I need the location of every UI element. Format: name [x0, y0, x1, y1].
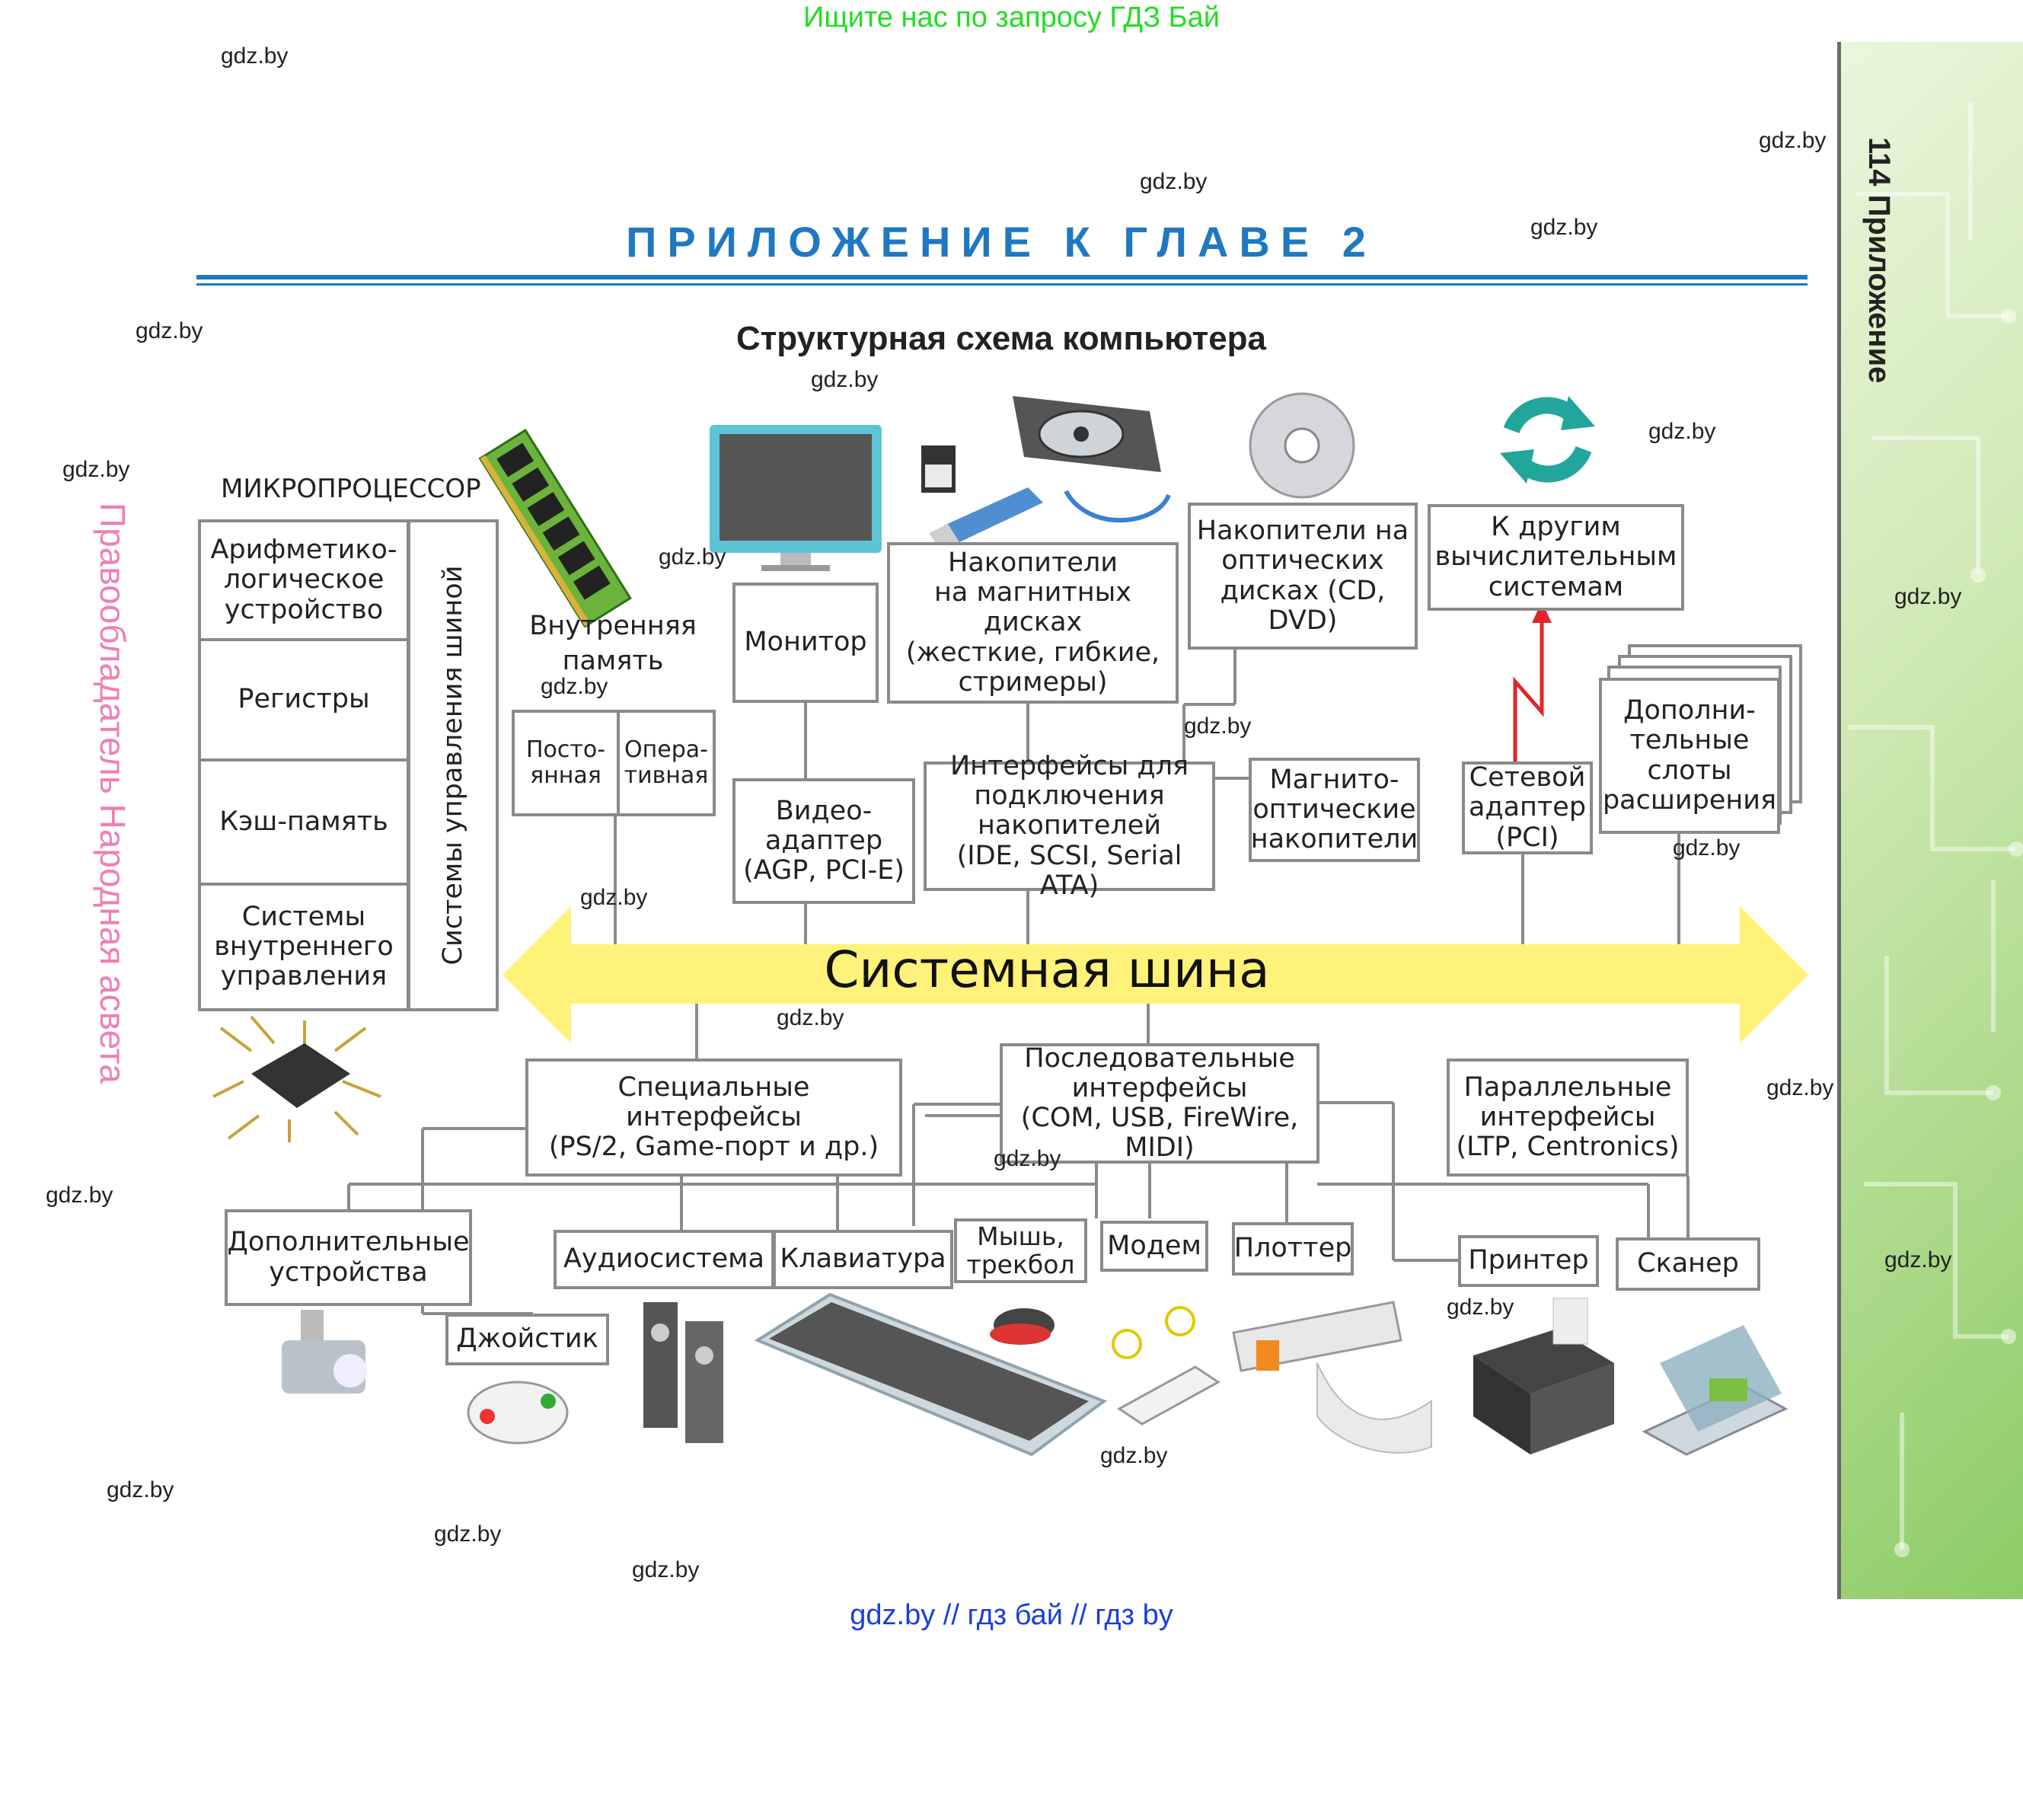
circuit-pattern-icon	[1849, 103, 2023, 1557]
hard-disk-icon	[1013, 396, 1161, 472]
side-strip	[1841, 42, 2023, 1599]
ram-module-icon	[478, 428, 632, 628]
alu-box: Арифметико- логическое устройство	[198, 519, 410, 641]
serial-interfaces-box: Последовательные интерфейсы (COM, USB, F…	[1000, 1043, 1319, 1164]
watermark: gdz.by	[1184, 714, 1252, 739]
printer-box: Принтер	[1458, 1235, 1599, 1287]
network-link-arrow	[1513, 621, 1544, 763]
monitor-icon	[710, 425, 882, 571]
watermark: gdz.by	[107, 1477, 174, 1502]
watermark: gdz.by	[1447, 1295, 1514, 1320]
optical-disc-icon	[1249, 392, 1355, 499]
bus-control-box: Системы управления шиной	[407, 519, 499, 1011]
watermark: gdz.by	[1673, 835, 1741, 861]
title-rule-thick	[196, 275, 1808, 279]
special-interfaces-box: Специальные интерфейсы (PS/2, Game-порт …	[525, 1058, 902, 1177]
watermark: gdz.by	[1100, 1443, 1168, 1468]
watermark: gdz.by	[434, 1521, 502, 1547]
rom-box: Посто- янная	[512, 710, 620, 816]
watermark: gdz.by	[1766, 1075, 1834, 1100]
mouse-icon	[990, 1308, 1055, 1345]
watermark: gdz.by	[136, 318, 203, 343]
magnetic-storage-box: Накопители на магнитных дисках (жесткие,…	[887, 542, 1179, 704]
keyboard-icon	[754, 1292, 1108, 1457]
internal-control-box: Системы внутреннего управления	[198, 883, 410, 1011]
watermark: gdz.by	[1759, 128, 1827, 153]
modem-box: Модем	[1100, 1221, 1208, 1272]
scanner-box: Сканер	[1616, 1237, 1760, 1291]
camera-icon	[282, 1310, 367, 1394]
magneto-optical-box: Магнито- оптические накопители	[1249, 758, 1420, 862]
sd-card-icon	[921, 445, 956, 493]
bottom-banner[interactable]: gdz.by // гдз бай // гдз by	[850, 1599, 1173, 1631]
monitor-box: Монитор	[732, 583, 879, 703]
side-strip-edge	[1837, 42, 1841, 1599]
printer-icon	[1473, 1298, 1614, 1454]
cache-box: Кэш-память	[198, 758, 410, 886]
watermark: gdz.by	[994, 1146, 1061, 1171]
video-adapter-box: Видео- адаптер (AGP, PCI-E)	[732, 778, 915, 904]
internal-memory-label: Внутренняя память	[529, 611, 697, 676]
diagram-title: Структурная схема компьютера	[735, 320, 1267, 357]
system-bus-arrow	[503, 906, 1808, 1043]
microprocessor-label: МИКРОПРОЦЕССОР	[221, 474, 481, 504]
extra-devices-box: Дополнительные устройства	[225, 1209, 472, 1306]
watermark: gdz.by	[632, 1557, 700, 1582]
expansion-slots-box: Дополни- тельные слоты расширения	[1599, 678, 1780, 834]
gamepad-icon	[467, 1381, 569, 1445]
speakers-icon	[643, 1302, 723, 1443]
ram-box: Опера- тивная	[617, 710, 716, 816]
watermark: gdz.by	[1140, 169, 1208, 194]
watermark: gdz.by	[541, 674, 608, 699]
cable-icon	[1064, 490, 1171, 523]
system-bus-label: Системная шина	[824, 940, 1270, 999]
modem-icon	[1112, 1306, 1221, 1426]
network-adapter-box: Сетевой адаптер (PCI)	[1462, 762, 1593, 854]
audio-box: Аудиосистема	[554, 1230, 774, 1289]
plotter-box: Плоттер	[1232, 1222, 1354, 1276]
keyboard-box: Клавиатура	[773, 1230, 953, 1289]
watermark: gdz.by	[777, 1005, 844, 1030]
plotter-icon	[1232, 1301, 1432, 1454]
cpu-chip-icon	[212, 1015, 381, 1142]
chapter-title: ПРИЛОЖЕНИЕ К ГЛАВЕ 2	[626, 218, 1377, 266]
other-systems-box: К другим вычислительным системам	[1428, 504, 1684, 611]
watermark: gdz.by	[221, 43, 289, 69]
title-rule-thin	[196, 283, 1808, 286]
top-banner: Ищите нас по запросу ГДЗ Бай	[803, 2, 1220, 34]
optical-storage-box: Накопители на оптических дисках (CD, DVD…	[1188, 503, 1418, 650]
watermark: gdz.by	[1884, 1247, 1952, 1272]
sync-icon	[1503, 397, 1592, 483]
watermark: gdz.by	[811, 367, 879, 392]
joystick-box: Джойстик	[445, 1314, 609, 1365]
watermark: gdz.by	[1648, 419, 1716, 444]
watermark: gdz.by	[1530, 215, 1598, 240]
registers-box: Регистры	[198, 638, 410, 762]
storage-interfaces-box: Интерфейсы для подключения накопителей (…	[924, 751, 1215, 900]
parallel-interfaces-box: Параллельные интерфейсы (LTP, Centronics…	[1447, 1058, 1689, 1177]
watermark: gdz.by	[62, 457, 130, 482]
watermark: gdz.by	[580, 885, 648, 910]
watermark: gdz.by	[1894, 584, 1962, 609]
watermark: gdz.by	[659, 544, 726, 570]
watermark: gdz.by	[46, 1183, 113, 1208]
mouse-box: Мышь, трекбол	[954, 1218, 1087, 1283]
scanner-icon	[1642, 1325, 1788, 1456]
